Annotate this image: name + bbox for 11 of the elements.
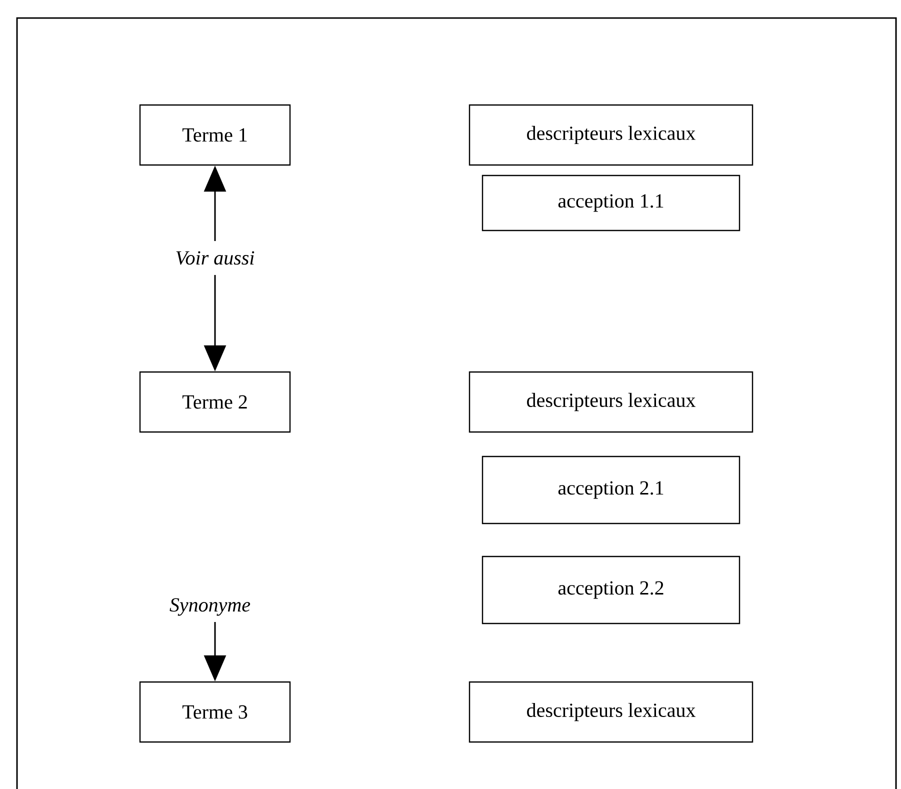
term-box: Terme 1 (139, 104, 291, 166)
relation-label: Voir aussi (176, 251, 254, 265)
text-box: acception 2.2 (482, 556, 740, 624)
term-box: Terme 2 (139, 371, 291, 433)
text-box: acception 2.1 (482, 456, 740, 524)
text-box: descripteurs lexicaux (468, 371, 754, 433)
text-box: acception 1.1 (482, 174, 740, 232)
text-box: descripteurs lexicaux (468, 681, 754, 743)
text-box: descripteurs lexicaux (468, 104, 754, 166)
term-box: Terme 3 (139, 681, 291, 743)
relation-label: Synonyme (170, 598, 250, 616)
